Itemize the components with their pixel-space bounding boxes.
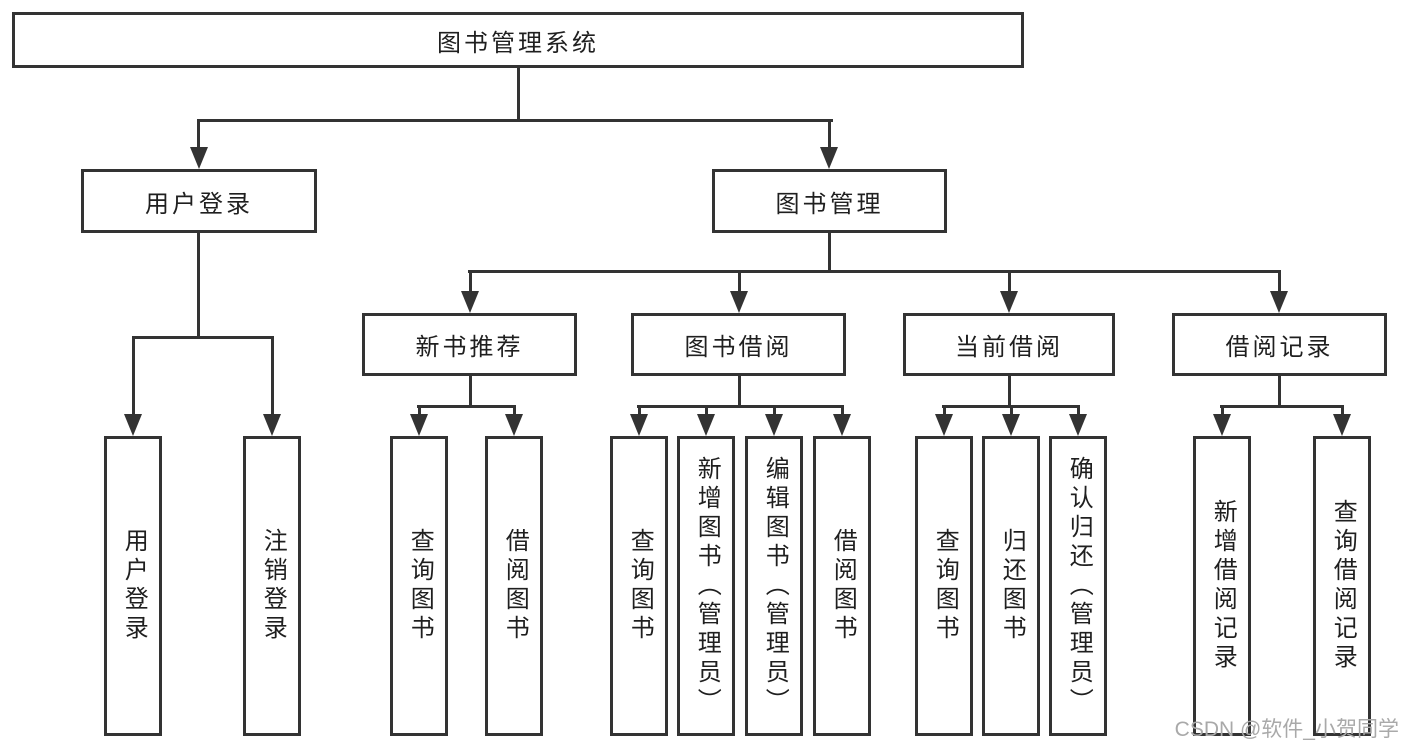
connector-to-book-manage <box>828 119 831 151</box>
connector-to-current <box>1008 270 1011 295</box>
arrowhead-recommend-leaf2-icon <box>505 414 523 436</box>
node-borrowing-records: 借阅记录 <box>1172 313 1387 376</box>
arrowhead-book-manage-icon <box>820 147 838 169</box>
connector-current-leaf3 <box>1077 405 1080 417</box>
connector-recommend-leaf2 <box>513 405 516 417</box>
node-book-management-label: 图书管理 <box>775 190 884 218</box>
leaf-logout-label: 注销登录 <box>259 528 287 644</box>
connector-level2-hline <box>197 119 833 122</box>
connector-records-leaf1 <box>1221 405 1224 417</box>
leaf-add-borrow-record: 新增借阅记录 <box>1193 436 1251 736</box>
connector-recommend-leaf1 <box>418 405 421 417</box>
connector-current-stub <box>1008 376 1011 408</box>
arrowhead-current-leaf1-icon <box>935 414 953 436</box>
connector-root-stub <box>517 68 520 121</box>
arrowhead-borrow-leaf2-icon <box>697 414 715 436</box>
leaf-logout: 注销登录 <box>243 436 301 736</box>
node-borrowing-records-label: 借阅记录 <box>1225 334 1334 361</box>
leaf-borrow-books-recommend: 借阅图书 <box>485 436 543 736</box>
arrowhead-records-icon <box>1270 291 1288 313</box>
node-new-book-recommend-label: 新书推荐 <box>415 334 524 361</box>
connector-records-stub <box>1278 376 1281 408</box>
leaf-add-books-admin-label: 新增图书（管理员） <box>693 455 721 717</box>
leaf-confirm-return-admin: 确认归还（管理员） <box>1049 436 1107 736</box>
connector-recommend-stub <box>469 376 472 408</box>
leaf-borrow-books: 借阅图书 <box>813 436 871 736</box>
arrowhead-borrow-leaf1-icon <box>630 414 648 436</box>
node-book-borrowing: 图书借阅 <box>631 313 846 376</box>
leaf-return-books: 归还图书 <box>982 436 1040 736</box>
leaf-return-books-label: 归还图书 <box>998 528 1026 644</box>
connector-to-borrow <box>738 270 741 295</box>
connector-borrow-leaf4 <box>841 405 844 417</box>
arrowhead-current-leaf2-icon <box>1002 414 1020 436</box>
arrowhead-borrow-leaf4-icon <box>833 414 851 436</box>
node-root-library-system: 图书管理系统 <box>12 12 1024 68</box>
connector-to-leaf-logout <box>271 336 274 416</box>
leaf-query-books-current: 查询图书 <box>915 436 973 736</box>
leaf-query-borrow-record-label: 查询借阅记录 <box>1329 499 1357 673</box>
connector-borrow-stub <box>738 376 741 408</box>
leaf-add-books-admin: 新增图书（管理员） <box>677 436 735 736</box>
leaf-user-login-label: 用户登录 <box>120 528 148 644</box>
connector-current-leaf2 <box>1010 405 1013 417</box>
node-new-book-recommend: 新书推荐 <box>362 313 577 376</box>
leaf-query-books-borrow-label: 查询图书 <box>626 528 654 644</box>
node-root-label: 图书管理系统 <box>437 29 599 57</box>
leaf-query-books-recommend-label: 查询图书 <box>406 528 434 644</box>
leaf-borrow-books-label: 借阅图书 <box>829 528 857 644</box>
arrowhead-current-leaf3-icon <box>1069 414 1087 436</box>
leaf-edit-books-admin-label: 编辑图书（管理员） <box>761 455 789 717</box>
connector-recommend-hline <box>417 405 516 408</box>
connector-login-stub <box>197 233 200 338</box>
connector-borrow-hline <box>637 405 844 408</box>
node-current-borrowing-label: 当前借阅 <box>955 334 1063 361</box>
connector-to-recommend <box>469 270 472 295</box>
arrowhead-leaf-logout-icon <box>263 414 281 436</box>
connector-borrow-leaf2 <box>705 405 708 417</box>
node-book-management: 图书管理 <box>712 169 947 233</box>
arrowhead-borrow-leaf3-icon <box>765 414 783 436</box>
leaf-query-books-recommend: 查询图书 <box>390 436 448 736</box>
leaf-add-borrow-record-label: 新增借阅记录 <box>1209 499 1237 673</box>
connector-current-leaf1 <box>943 405 946 417</box>
connector-borrow-leaf1 <box>638 405 641 417</box>
node-user-login-label: 用户登录 <box>145 190 253 218</box>
arrowhead-leaf-user-login-icon <box>124 414 142 436</box>
node-current-borrowing: 当前借阅 <box>903 313 1115 376</box>
node-user-login: 用户登录 <box>81 169 317 233</box>
leaf-confirm-return-admin-label: 确认归还（管理员） <box>1065 455 1093 717</box>
connector-login-hline <box>132 336 274 339</box>
leaf-borrow-books-recommend-label: 借阅图书 <box>501 528 529 644</box>
leaf-query-books-borrow: 查询图书 <box>610 436 668 736</box>
connector-records-leaf2 <box>1341 405 1344 417</box>
arrowhead-borrow-icon <box>730 291 748 313</box>
connector-level3-hline <box>468 270 1281 273</box>
arrowhead-user-login-icon <box>190 147 208 169</box>
connector-to-records <box>1278 270 1281 295</box>
connector-manage-stub <box>828 233 831 273</box>
arrowhead-records-leaf1-icon <box>1213 414 1231 436</box>
connector-to-user-login <box>197 119 200 151</box>
leaf-edit-books-admin: 编辑图书（管理员） <box>745 436 803 736</box>
arrowhead-current-icon <box>1000 291 1018 313</box>
csdn-watermark: CSDN @软件_小贺同学 <box>1174 718 1399 741</box>
node-book-borrowing-label: 图书借阅 <box>684 334 793 361</box>
connector-records-hline <box>1220 405 1344 408</box>
leaf-user-login: 用户登录 <box>104 436 162 736</box>
arrowhead-recommend-icon <box>461 291 479 313</box>
leaf-query-books-current-label: 查询图书 <box>931 528 959 644</box>
leaf-query-borrow-record: 查询借阅记录 <box>1313 436 1371 736</box>
connector-borrow-leaf3 <box>773 405 776 417</box>
connector-to-leaf-user-login <box>132 336 135 416</box>
arrowhead-recommend-leaf1-icon <box>410 414 428 436</box>
arrowhead-records-leaf2-icon <box>1333 414 1351 436</box>
